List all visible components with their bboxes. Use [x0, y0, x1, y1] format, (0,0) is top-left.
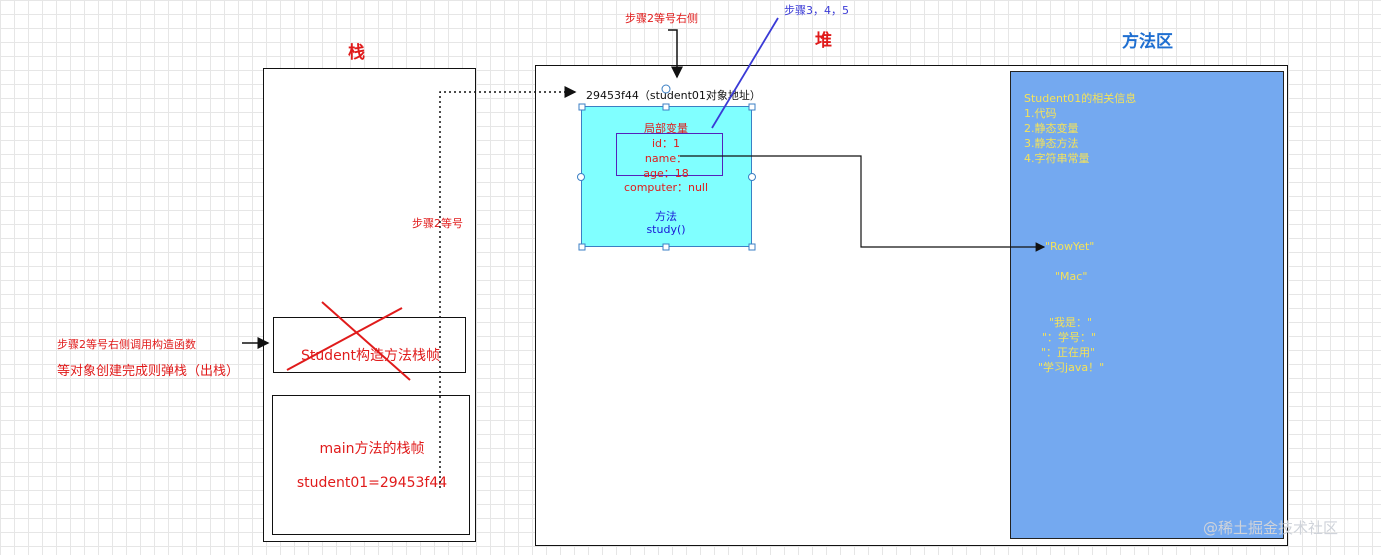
watermark: @稀土掘金技术社区: [1203, 519, 1339, 537]
stack-title: 栈: [348, 43, 365, 63]
string-constant: "：正在用": [1041, 346, 1096, 359]
fields-highlight-box: [616, 133, 723, 176]
reference-dotted-arrow: [439, 86, 577, 488]
info-line: 3.静态方法: [1024, 137, 1079, 150]
info-line: 4.字符串常量: [1024, 152, 1090, 165]
main-frame-variable: student01=29453f44: [296, 475, 448, 491]
selection-handle: [661, 84, 671, 94]
method-area: Student01的相关信息 1.代码 2.静态变量 3.静态方法 4.字符串常…: [1010, 71, 1284, 539]
step345-pointer-line: [711, 17, 779, 129]
selection-handle: [748, 103, 756, 111]
selection-handle: [578, 103, 586, 111]
field-name: name：: [644, 152, 688, 165]
cross-out-line: [321, 301, 411, 381]
selection-handle: [662, 243, 670, 251]
field-id: id：1: [651, 137, 681, 150]
string-constant: "Mac": [1055, 270, 1088, 283]
selection-handle: [578, 243, 586, 251]
method-name: study(): [646, 223, 686, 236]
field-computer: computer：null: [623, 181, 709, 194]
string-constant: "学习java！": [1038, 361, 1105, 374]
field-age: age：18: [643, 167, 689, 180]
main-frame-title: main方法的栈帧: [319, 441, 425, 457]
method-area-title: 方法区: [1122, 32, 1173, 52]
annotation-step2-equals: 步骤2等号: [412, 217, 463, 230]
step2-right-arrow: [668, 29, 683, 79]
annotation-constructor-call: 步骤2等号右侧调用构造函数: [57, 338, 196, 351]
selection-handle: [577, 173, 585, 181]
info-line: 2.静态变量: [1024, 122, 1079, 135]
method-title: 方法: [655, 210, 677, 223]
name-to-string-arrow: [680, 155, 1046, 252]
main-stack-frame: main方法的栈帧 student01=29453f44: [272, 395, 470, 535]
info-line: 1.代码: [1024, 107, 1057, 120]
annotation-pop-stack: 等对象创建完成则弹栈（出栈）: [57, 364, 240, 379]
string-constant: "：学号：": [1042, 331, 1097, 344]
heap-title: 堆: [815, 31, 832, 51]
string-constant: "RowYet": [1045, 240, 1095, 253]
selection-handle: [748, 243, 756, 251]
info-line: Student01的相关信息: [1024, 92, 1137, 105]
object-address-label: 29453f44（student01对象地址）: [586, 89, 761, 102]
annotation-step2-right: 步骤2等号右侧: [625, 12, 698, 25]
selection-handle: [662, 103, 670, 111]
local-vars-title: 局部变量: [644, 122, 688, 135]
cross-out-line: [286, 307, 403, 371]
string-constant: "我是：": [1049, 316, 1093, 329]
constructor-stack-frame: Student构造方法栈帧: [273, 317, 466, 373]
selection-handle: [748, 173, 756, 181]
annotation-step345: 步骤3，4，5: [784, 4, 849, 17]
method-area-info: Student01的相关信息 1.代码 2.静态变量 3.静态方法 4.字符串常…: [1024, 91, 1136, 166]
constructor-frame-label: Student构造方法栈帧: [300, 348, 441, 364]
student-object: 局部变量 id：1 name： age：18 computer：null 方法 …: [581, 106, 752, 247]
